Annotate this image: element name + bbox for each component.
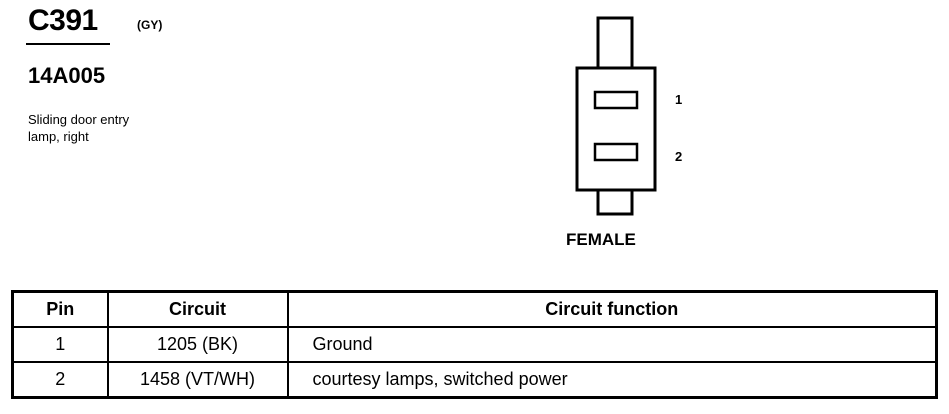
cell-pin: 2 xyxy=(11,361,109,399)
table-header-row: Pin Circuit Circuit function xyxy=(11,290,938,328)
header-circuit: Circuit xyxy=(106,290,289,328)
connector-body xyxy=(575,66,657,192)
pin-label-2: 2 xyxy=(675,149,683,164)
header-pin: Pin xyxy=(11,290,109,328)
pin-cavity-1 xyxy=(593,90,639,110)
pin-cavity-2 xyxy=(593,142,639,162)
description-line-1: Sliding door entry xyxy=(28,112,130,127)
connector-description: Sliding door entry lamp, right xyxy=(28,111,208,145)
table-row: 2 1458 (VT/WH) courtesy lamps, switched … xyxy=(11,361,938,399)
cell-circuit: 1458 (VT/WH) xyxy=(106,361,289,399)
cell-circuit-function: courtesy lamps, switched power xyxy=(286,361,938,399)
color-code: (GY) xyxy=(137,18,163,32)
description-line-2: lamp, right xyxy=(28,129,89,144)
pin-label-1: 1 xyxy=(675,92,683,107)
connector-face-diagram xyxy=(575,16,657,216)
pinout-table: Pin Circuit Circuit function 1 1205 (BK)… xyxy=(11,290,938,399)
cell-circuit-function: Ground xyxy=(286,326,938,363)
cell-pin: 1 xyxy=(11,326,109,363)
header-circuit-function: Circuit function xyxy=(286,290,938,328)
connector-gender-label: FEMALE xyxy=(566,230,636,249)
table-row: 1 1205 (BK) Ground xyxy=(11,326,938,363)
cell-circuit: 1205 (BK) xyxy=(106,326,289,363)
connector-id: C391 xyxy=(28,4,98,37)
part-number: 14A005 xyxy=(28,63,106,88)
connector-id-underline xyxy=(26,43,110,45)
